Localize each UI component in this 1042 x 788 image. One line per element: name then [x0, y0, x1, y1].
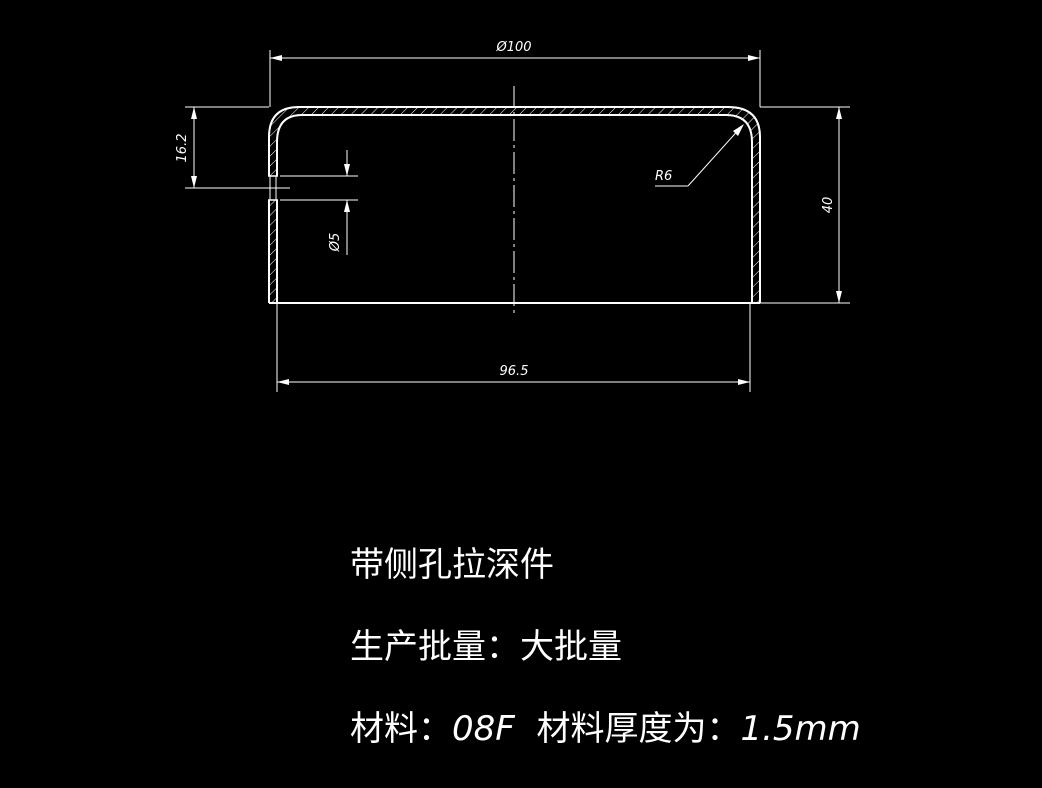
dim-label-corner-radius: R6 — [655, 169, 672, 184]
arrow-bottom — [191, 176, 197, 188]
arrow-bottom — [344, 200, 350, 212]
part-title-text: 带侧孔拉深件 — [350, 545, 554, 585]
arrow-top — [191, 107, 197, 119]
production-batch-line: 生产批量：大批量 — [350, 630, 622, 664]
dim-label-height: 40 — [821, 197, 836, 214]
dim-label-hole-position: 16.2 — [175, 134, 190, 163]
leader-arrow — [733, 124, 744, 136]
material-label: 材料： — [350, 709, 452, 749]
production-batch-label: 生产批量： — [350, 627, 520, 667]
arrow-right — [738, 379, 750, 385]
leader-line — [687, 125, 743, 187]
arrow-bottom — [836, 291, 842, 303]
part-title: 带侧孔拉深件 — [350, 548, 554, 582]
arrow-top — [836, 107, 842, 119]
dim-hole-diameter: Ø5 — [280, 150, 358, 255]
material-line: 材料：08F 材料厚度为：1.5mm — [350, 712, 861, 746]
thickness-value: 1.5mm — [740, 709, 861, 749]
dim-hole-position: 16.2 — [175, 106, 290, 189]
dim-label-hole-diameter: Ø5 — [328, 233, 343, 253]
dim-corner-radius: R6 — [655, 124, 744, 187]
production-batch-value: 大批量 — [520, 627, 622, 667]
dim-height: 40 — [760, 106, 850, 304]
thickness-label: 材料厚度为： — [536, 709, 741, 749]
arrow-right — [748, 55, 760, 61]
arrow-left — [270, 55, 282, 61]
dim-label-outer-diameter: Ø100 — [495, 40, 531, 55]
dim-label-inner-width: 96.5 — [500, 364, 529, 379]
material-value: 08F — [452, 709, 515, 749]
dim-outer-diameter: Ø100 — [269, 40, 761, 107]
arrow-top — [344, 164, 350, 176]
dim-inner-width: 96.5 — [276, 303, 751, 392]
arrow-left — [277, 379, 289, 385]
